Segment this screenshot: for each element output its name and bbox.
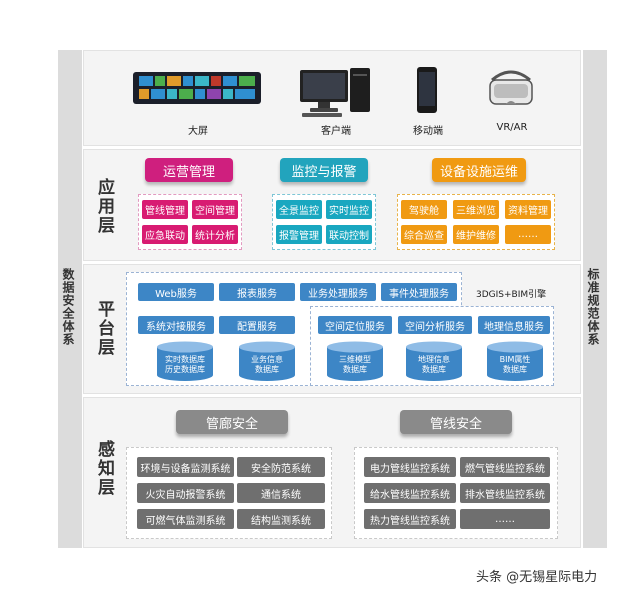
device-label-mobile: 移动端: [413, 126, 443, 137]
system-power-pipeline-monitoring[interactable]: 电力管线监控系统: [364, 457, 456, 477]
system-structural-monitoring[interactable]: 结构监测系统: [237, 509, 325, 529]
database-3d-model: 三维模型 数据库: [326, 341, 384, 381]
system-fire-alarm[interactable]: 火灾自动报警系统: [137, 483, 234, 503]
perception-layer-label: 感知层: [94, 440, 114, 497]
service-web[interactable]: Web服务: [138, 283, 214, 301]
service-report[interactable]: 报表服务: [219, 283, 295, 301]
database-bim-attribute-label: BIM属性 数据库: [499, 355, 531, 374]
system-security-protection[interactable]: 安全防范系统: [237, 457, 325, 477]
system-combustible-gas-monitoring[interactable]: 可燃气体监测系统: [137, 509, 234, 529]
application-layer-label: 应用层: [94, 178, 114, 235]
pipeline-safety-header: 管线安全: [400, 410, 512, 434]
database-realtime-history: 实时数据库 历史数据库: [156, 341, 214, 381]
module-more[interactable]: ……: [505, 225, 551, 244]
service-spatial-positioning[interactable]: 空间定位服务: [318, 316, 392, 334]
device-label-client: 客户端: [321, 126, 351, 137]
monitoring-alarm-header: 监控与报警: [280, 158, 368, 182]
service-geographic-information[interactable]: 地理信息服务: [478, 316, 550, 334]
module-alarm-management[interactable]: 报警管理: [276, 225, 322, 244]
large-screen-icon: [133, 70, 261, 108]
service-spatial-analysis[interactable]: 空间分析服务: [398, 316, 472, 334]
database-business-info-label: 业务信息 数据库: [251, 355, 283, 374]
service-event-processing[interactable]: 事件处理服务: [381, 283, 457, 301]
module-3d-browse[interactable]: 三维浏览: [453, 200, 499, 219]
database-realtime-history-label: 实时数据库 历史数据库: [165, 355, 205, 374]
module-emergency-linkage[interactable]: 应急联动: [142, 225, 188, 244]
system-communication[interactable]: 通信系统: [237, 483, 325, 503]
module-document-management[interactable]: 资料管理: [505, 200, 551, 219]
system-water-supply-pipeline-monitoring[interactable]: 给水管线监控系统: [364, 483, 456, 503]
database-business-info: 业务信息 数据库: [238, 341, 296, 381]
service-system-integration[interactable]: 系统对接服务: [138, 316, 214, 334]
right-sidebar: [583, 50, 607, 548]
module-cockpit[interactable]: 驾驶舱: [401, 200, 447, 219]
system-more[interactable]: ……: [460, 509, 550, 529]
vr-headset-icon: [486, 66, 536, 112]
operations-management-header: 运营管理: [145, 158, 233, 182]
3dgis-bim-engine-label: 3DGIS+BIM引擎: [476, 290, 547, 300]
source-credit: 头条 @无锡星际电力: [476, 570, 598, 585]
standards-label: 标准规范体系: [586, 268, 600, 346]
module-statistical-analysis[interactable]: 统计分析: [192, 225, 238, 244]
left-sidebar: [58, 50, 82, 548]
database-bim-attribute: BIM属性 数据库: [486, 341, 544, 381]
module-linkage-control[interactable]: 联动控制: [326, 225, 372, 244]
module-realtime-monitoring[interactable]: 实时监控: [326, 200, 372, 219]
system-drainage-pipeline-monitoring[interactable]: 排水管线监控系统: [460, 483, 550, 503]
system-heat-pipeline-monitoring[interactable]: 热力管线监控系统: [364, 509, 456, 529]
database-geographic-label: 地理信息 数据库: [418, 355, 450, 374]
utility-tunnel-safety-header: 管廊安全: [176, 410, 288, 434]
module-panoramic-monitoring[interactable]: 全景监控: [276, 200, 322, 219]
module-maintenance-repair[interactable]: 维护维修: [453, 225, 499, 244]
mobile-phone-icon: [416, 66, 438, 114]
module-pipeline-management[interactable]: 管线管理: [142, 200, 188, 219]
system-gas-pipeline-monitoring[interactable]: 燃气管线监控系统: [460, 457, 550, 477]
module-comprehensive-inspection[interactable]: 综合巡查: [401, 225, 447, 244]
device-label-large-screen: 大屏: [188, 126, 208, 137]
service-business-processing[interactable]: 业务处理服务: [300, 283, 376, 301]
database-3d-model-label: 三维模型 数据库: [339, 355, 371, 374]
device-label-vr: VR/AR: [496, 122, 528, 133]
platform-layer-label: 平台层: [94, 300, 114, 357]
service-configuration[interactable]: 配置服务: [219, 316, 295, 334]
equipment-maintenance-header: 设备设施运维: [432, 158, 526, 182]
data-security-label: 数据安全体系: [61, 268, 75, 346]
system-environment-equipment-monitoring[interactable]: 环境与设备监测系统: [137, 457, 234, 477]
module-space-management[interactable]: 空间管理: [192, 200, 238, 219]
desktop-computer-icon: [298, 64, 374, 118]
database-geographic: 地理信息 数据库: [405, 341, 463, 381]
